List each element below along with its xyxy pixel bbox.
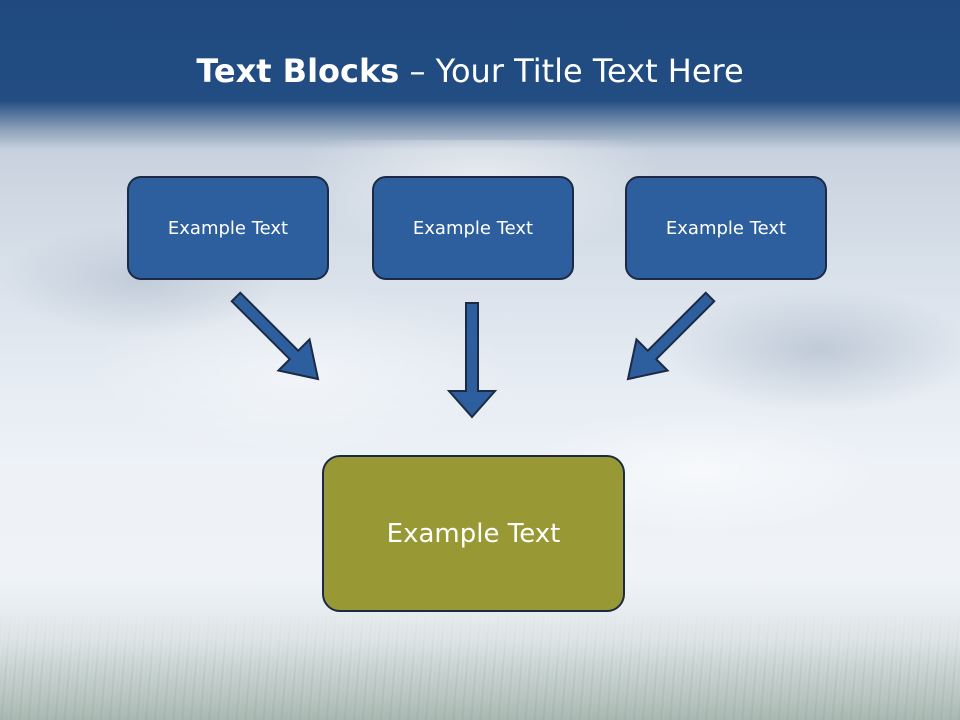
text-block-right-label: Example Text (665, 217, 787, 239)
arrow-center-icon (446, 302, 498, 419)
arrow-left-icon (230, 291, 320, 381)
text-block-center[interactable]: Example Text (372, 176, 574, 280)
text-block-center-label: Example Text (412, 217, 534, 239)
result-block-label: Example Text (386, 518, 561, 549)
title-dash: – (399, 52, 436, 90)
text-block-right[interactable]: Example Text (625, 176, 827, 280)
title-rest-part: Your Title Text Here (435, 52, 744, 90)
grass-background (0, 610, 960, 720)
slide-title: Text Blocks – Your Title Text Here (0, 52, 940, 90)
title-bold-part: Text Blocks (196, 52, 400, 90)
result-block[interactable]: Example Text (322, 455, 625, 612)
text-block-left-label: Example Text (167, 217, 289, 239)
arrow-right-icon (626, 291, 716, 381)
text-block-left[interactable]: Example Text (127, 176, 329, 280)
